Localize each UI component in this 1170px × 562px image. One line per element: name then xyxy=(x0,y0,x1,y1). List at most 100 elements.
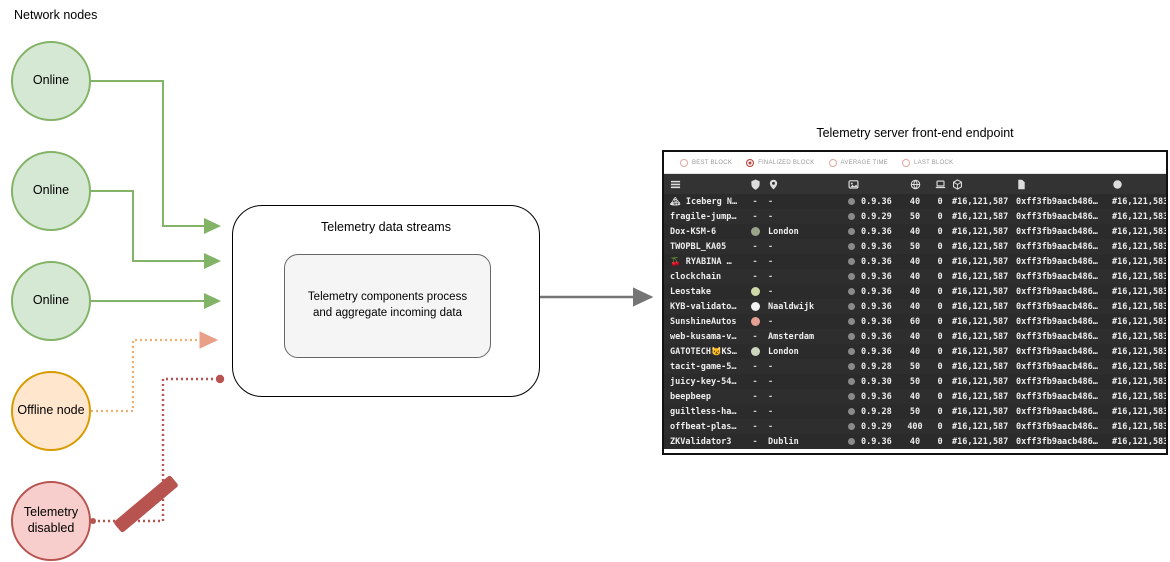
column-header-validator[interactable] xyxy=(742,178,768,190)
peer-count: 40 xyxy=(909,196,921,207)
column-header-txs[interactable] xyxy=(928,179,952,190)
validator-cell: - xyxy=(742,422,768,432)
blocked-stream-bar xyxy=(114,475,178,533)
process-box-label: Telemetry components process and aggrega… xyxy=(307,291,468,319)
panel-title: Telemetry server front-end endpoint xyxy=(816,126,1014,140)
table-header-row xyxy=(664,174,1166,194)
block-height: #16,121,587 xyxy=(952,376,1009,387)
peer-count: 40 xyxy=(909,301,921,312)
block-height: #16,121,587 xyxy=(952,286,1009,297)
version-text: 0.9.28 xyxy=(861,361,892,372)
stat-best-block[interactable]: BEST BLOCK xyxy=(680,158,732,167)
validator-identicon xyxy=(750,317,760,326)
node-name: TWOPBL_KA05 xyxy=(670,241,727,252)
tx-count: 0 xyxy=(937,361,943,372)
empty-dash: - xyxy=(752,211,758,222)
block-height: #16,121,587 xyxy=(952,331,1009,342)
finalized-height: #16,121,583 xyxy=(1112,361,1166,372)
txs-icon xyxy=(935,179,946,190)
node-name: Leostake xyxy=(670,286,711,297)
node-version: 0.9.36 xyxy=(848,257,902,267)
node-location: London xyxy=(768,346,799,357)
version-dot-icon xyxy=(848,198,855,205)
block-hash: 0xff3fb9aacb486… xyxy=(1016,196,1098,207)
block-hash: 0xff3fb9aacb486… xyxy=(1016,271,1098,282)
empty-dash: - xyxy=(752,361,758,372)
validator-cell: - xyxy=(742,377,768,387)
shield-icon xyxy=(750,178,761,190)
node-version: 0.9.36 xyxy=(848,302,902,312)
tx-count: 0 xyxy=(937,301,943,312)
node-offline: Offline node xyxy=(11,371,91,451)
version-dot-icon xyxy=(848,348,855,355)
version-dot-icon xyxy=(848,378,855,385)
column-header-peers[interactable] xyxy=(902,179,928,190)
column-header-name[interactable] xyxy=(668,179,742,190)
node-name: ZKValidator3 xyxy=(670,436,732,447)
empty-dash: - xyxy=(752,196,758,207)
column-header-version[interactable] xyxy=(848,179,902,190)
stat-average-time[interactable]: AVERAGE TIME xyxy=(828,158,888,167)
column-header-location[interactable] xyxy=(768,179,848,190)
version-text: 0.9.36 xyxy=(861,196,892,207)
finalized-height: #16,121,583 xyxy=(1112,391,1166,402)
block-hash: 0xff3fb9aacb486… xyxy=(1016,331,1098,342)
tx-count: 0 xyxy=(937,391,943,402)
node-location: - xyxy=(768,317,848,327)
version-text: 0.9.28 xyxy=(861,406,892,417)
empty-dash: - xyxy=(768,361,774,372)
telemetry-streams-box: Telemetry data streams Telemetry compone… xyxy=(232,205,540,397)
version-dot-icon xyxy=(848,363,855,370)
version-dot-icon xyxy=(848,258,855,265)
node-version: 0.9.36 xyxy=(848,392,902,402)
block-hash: 0xff3fb9aacb486… xyxy=(1016,421,1098,432)
node-name: tacit-game-5… xyxy=(670,361,737,372)
tx-count: 0 xyxy=(937,421,943,432)
column-header-finalized[interactable] xyxy=(1112,179,1166,190)
validator-cell: - xyxy=(742,332,768,342)
node-location: Dublin xyxy=(768,436,799,447)
version-dot-icon xyxy=(848,333,855,340)
validator-cell: - xyxy=(742,392,768,402)
stat-label: LAST BLOCK xyxy=(913,159,954,166)
node-name: fragile-jump… xyxy=(670,211,737,222)
block-height: #16,121,587 xyxy=(952,226,1009,237)
block-icon xyxy=(952,178,963,190)
block-hash: 0xff3fb9aacb486… xyxy=(1016,346,1098,357)
validator-cell: - xyxy=(742,257,768,267)
validator-cell: - xyxy=(742,212,768,222)
stat-last-block[interactable]: LAST BLOCK xyxy=(901,158,954,167)
peer-count: 40 xyxy=(909,331,921,342)
column-header-hash[interactable] xyxy=(1016,179,1112,190)
stat-finalized-block[interactable]: FINALIZED BLOCK xyxy=(746,158,814,167)
empty-dash: - xyxy=(768,406,774,417)
connector-offline-dotted xyxy=(91,331,219,413)
block-height: #16,121,587 xyxy=(952,346,1009,357)
node-version: 0.9.36 xyxy=(848,197,902,207)
version-text: 0.9.36 xyxy=(861,316,892,327)
location-pin-icon xyxy=(768,179,779,190)
column-header-block[interactable] xyxy=(952,178,1016,190)
peer-count: 40 xyxy=(909,226,921,237)
finalized-block-icon xyxy=(746,158,755,167)
tx-count: 0 xyxy=(937,256,943,267)
finalized-height: #16,121,583 xyxy=(1112,436,1166,447)
list-icon xyxy=(670,179,681,190)
